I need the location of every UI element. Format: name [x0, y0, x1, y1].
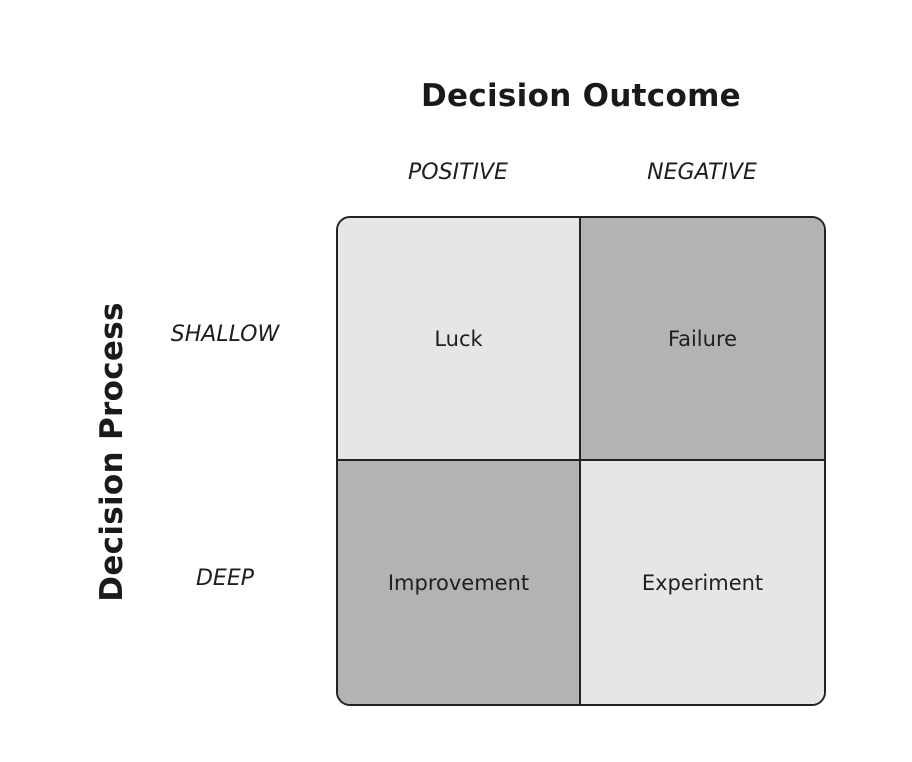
cell-experiment-label: Experiment: [641, 570, 764, 595]
decision-outcome-title: Decision Outcome: [420, 78, 742, 114]
cell-failure: Failure: [581, 218, 824, 461]
cell-improvement-label: Improvement: [387, 570, 530, 595]
cell-luck: Luck: [338, 218, 581, 461]
column-label-positive: POSITIVE: [408, 160, 508, 185]
cell-experiment: Experiment: [581, 461, 824, 704]
cell-improvement: Improvement: [338, 461, 581, 704]
decision-matrix: Luck Failure Improvement Experiment: [336, 216, 826, 706]
cell-failure-label: Failure: [667, 326, 738, 351]
column-label-negative: NEGATIVE: [647, 160, 757, 185]
row-label-deep: DEEP: [195, 566, 254, 591]
cell-luck-label: Luck: [434, 326, 483, 351]
row-label-shallow: SHALLOW: [170, 322, 280, 347]
decision-process-title: Decision Process: [94, 302, 130, 602]
